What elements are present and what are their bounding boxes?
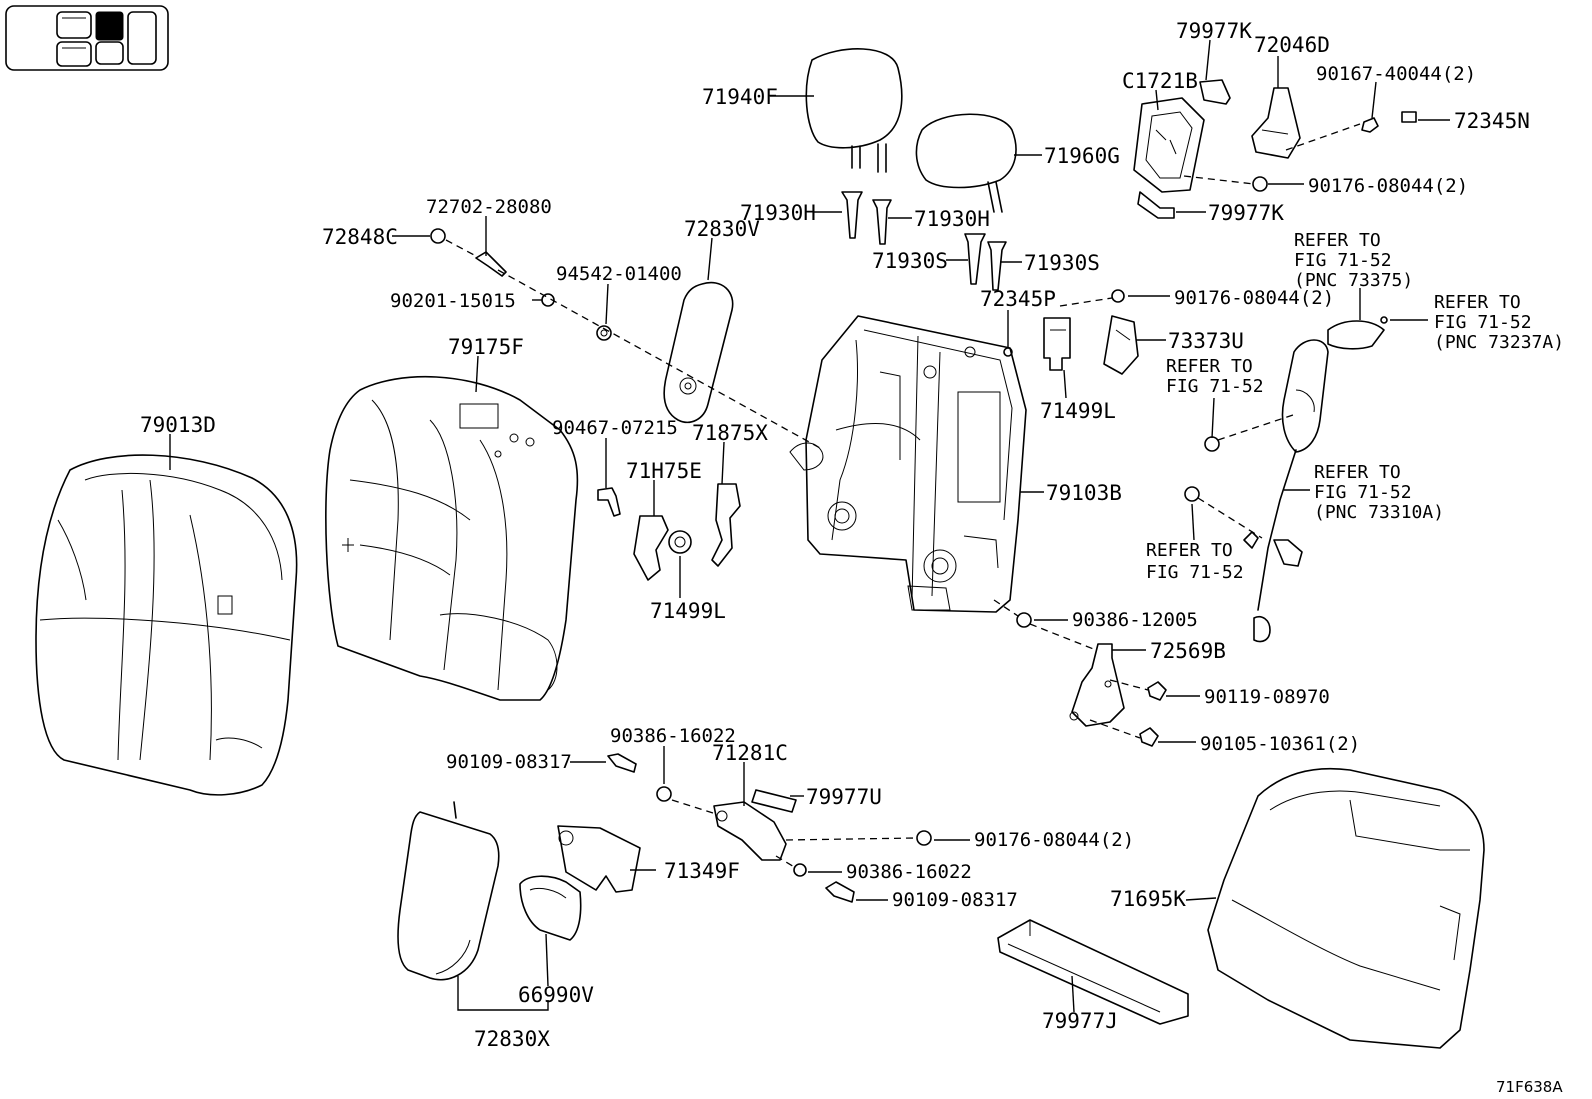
cover-71349F — [557, 825, 641, 893]
label-79977U: 79977U — [806, 785, 882, 809]
label-90201-15015: 90201-15015 — [390, 290, 516, 312]
assembly-lines — [445, 123, 1361, 869]
label-79977K-top: 79977K — [1176, 19, 1252, 43]
label-71930S-left: 71930S — [872, 249, 948, 273]
fasteners — [430, 117, 1379, 903]
label-71281C: 71281C — [712, 741, 788, 765]
label-90176-08044-top: 90176-08044(2) — [1308, 175, 1468, 197]
ref-73310A-line2: FIG 71-52 — [1314, 482, 1412, 503]
cover-73373U — [1103, 315, 1139, 375]
bracket-72046D — [1251, 87, 1301, 159]
label-71H75E: 71H75E — [626, 459, 702, 483]
label-90176-08044-mid: 90176-08044(2) — [1174, 287, 1334, 309]
label-66990V: 66990V — [518, 983, 594, 1007]
label-71930H-right: 71930H — [914, 207, 990, 231]
label-71960G: 71960G — [1044, 144, 1120, 168]
label-79013D: 79013D — [140, 413, 216, 437]
label-90119-08970: 90119-08970 — [1204, 686, 1330, 708]
label-C1721B: C1721B — [1122, 69, 1198, 93]
figure-code: 71F638A — [1496, 1078, 1563, 1096]
ref-fig-lower-line1: REFER TO — [1146, 540, 1233, 561]
ref-73237A-line2: FIG 71-52 — [1434, 312, 1532, 333]
reference-notes: REFER TO FIG 71-52 (PNC 73375) REFER TO … — [1146, 230, 1564, 583]
headrest-71960G — [915, 113, 1017, 213]
label-79175F: 79175F — [448, 335, 524, 359]
label-90167-40044: 90167-40044(2) — [1316, 63, 1476, 85]
armrest-trim-72830V — [663, 281, 734, 424]
ref-fig-upper-line2: FIG 71-52 — [1166, 376, 1264, 397]
part-labels: 71940F 71960G 79977K 72046D C1721B 90167… — [140, 19, 1530, 1051]
seat-belt-assembly — [1243, 316, 1388, 643]
hinge-71281C — [713, 789, 797, 861]
label-71499L-lower: 71499L — [650, 599, 726, 623]
label-94542-01400: 94542-01400 — [556, 263, 682, 285]
armrest-72830X — [397, 801, 500, 981]
label-71930H-left: 71930H — [740, 201, 816, 225]
clip-72345N — [1401, 111, 1417, 123]
headrest-71940F — [805, 48, 903, 173]
ref-73310A-line1: REFER TO — [1314, 462, 1401, 483]
label-90109-08317-right: 90109-08317 — [892, 889, 1018, 911]
label-71695K: 71695K — [1110, 887, 1186, 911]
ref-73375-line3: (PNC 73375) — [1294, 270, 1413, 291]
label-79977J: 79977J — [1042, 1009, 1118, 1033]
label-90105-10361: 90105-10361(2) — [1200, 733, 1360, 755]
label-72848C: 72848C — [322, 225, 398, 249]
ref-73375-line1: REFER TO — [1294, 230, 1381, 251]
label-72830X: 72830X — [474, 1027, 550, 1051]
board-79977J — [997, 919, 1189, 1025]
clip-79977K-lower — [1137, 191, 1175, 219]
label-72345N: 72345N — [1454, 109, 1530, 133]
cover-C1721B — [1133, 97, 1205, 193]
label-90176-08044-bottom: 90176-08044(2) — [974, 829, 1134, 851]
seat-location-icon — [5, 5, 169, 71]
label-72830V: 72830V — [684, 217, 760, 241]
label-90467-07215: 90467-07215 — [552, 417, 678, 439]
seatback-frame-79103B — [789, 315, 1027, 613]
ref-73237A-line3: (PNC 73237A) — [1434, 332, 1564, 353]
label-71349F: 71349F — [664, 859, 740, 883]
headrest-guides — [841, 191, 1007, 291]
label-73373U: 73373U — [1168, 329, 1244, 353]
leader-lines — [169, 39, 1450, 1013]
seatback-cover-79013D — [35, 454, 298, 796]
label-72046D: 72046D — [1254, 33, 1330, 57]
recliner-parts — [633, 483, 741, 581]
label-71499L-upper: 71499L — [1040, 399, 1116, 423]
label-90386-16022-top: 90386-16022 — [610, 725, 736, 747]
bracket-72569B — [1069, 643, 1125, 727]
ref-fig-upper-line1: REFER TO — [1166, 356, 1253, 377]
label-90386-12005: 90386-12005 — [1072, 609, 1198, 631]
ref-73237A-line1: REFER TO — [1434, 292, 1521, 313]
label-71875X: 71875X — [692, 421, 768, 445]
label-79103B: 79103B — [1046, 481, 1122, 505]
label-71930S-right: 71930S — [1024, 251, 1100, 275]
label-72345P: 72345P — [980, 287, 1056, 311]
handle-66990V — [519, 875, 582, 941]
label-90386-16022-bottom: 90386-16022 — [846, 861, 972, 883]
seatback-pad-79175F — [325, 375, 579, 701]
label-72569B: 72569B — [1150, 639, 1226, 663]
ref-73375-line2: FIG 71-52 — [1294, 250, 1392, 271]
label-90109-08317-left: 90109-08317 — [446, 751, 572, 773]
ref-73310A-line3: (PNC 73310A) — [1314, 502, 1444, 523]
label-71940F: 71940F — [702, 85, 778, 109]
label-79977K-bottom: 79977K — [1208, 201, 1284, 225]
label-72702-28080: 72702-28080 — [426, 196, 552, 218]
ref-fig-lower-line2: FIG 71-52 — [1146, 562, 1244, 583]
clip-79977K-upper — [1199, 79, 1231, 105]
lock-bracket-71499L-upper — [1043, 317, 1071, 371]
carpet-71695K — [1207, 767, 1485, 1049]
